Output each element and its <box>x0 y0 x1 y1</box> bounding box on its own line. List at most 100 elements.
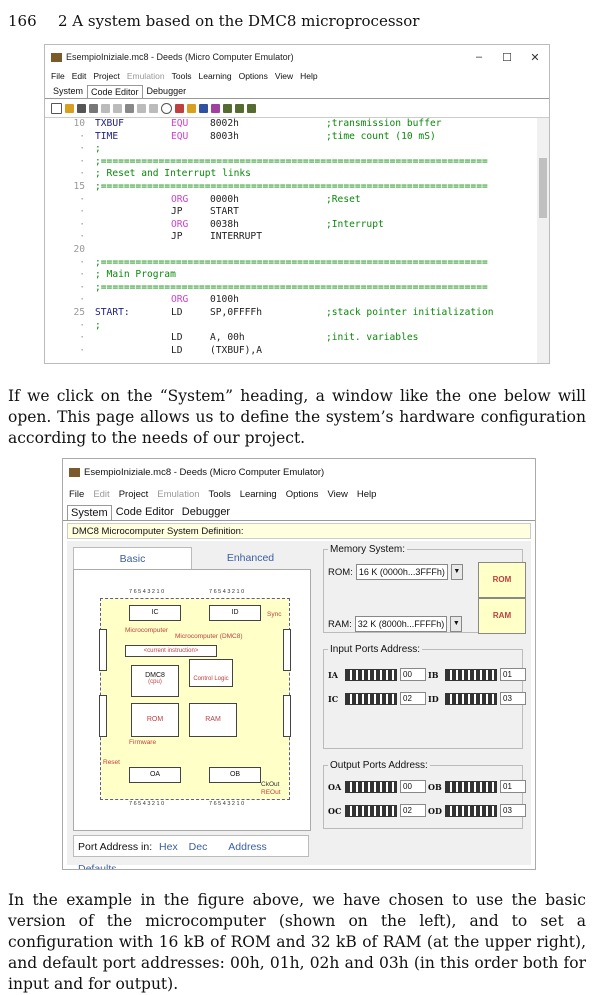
port-id-switches[interactable] <box>445 692 497 705</box>
scrollbar-thumb[interactable] <box>539 158 547 218</box>
port-od-pins[interactable] <box>283 695 291 737</box>
redo-icon[interactable] <box>149 103 158 113</box>
chip-run-icon[interactable] <box>235 103 244 113</box>
minimize-icon[interactable]: – <box>475 50 483 63</box>
port-ia-pins[interactable] <box>99 629 107 671</box>
port-ic-value[interactable]: 02 <box>400 692 426 705</box>
code-line[interactable]: ·; <box>45 320 537 333</box>
port-oa-value[interactable]: 00 <box>400 780 426 793</box>
tab-debugger[interactable]: Debugger <box>181 506 231 518</box>
code-line[interactable]: ·;======================================… <box>45 257 537 270</box>
port-oa-switches[interactable] <box>345 780 397 793</box>
open-folder-icon[interactable] <box>65 103 74 113</box>
menu-tools[interactable]: Tools <box>171 71 192 81</box>
copy-icon[interactable] <box>113 103 122 113</box>
tab-debugger[interactable]: Debugger <box>146 86 187 96</box>
menu-help[interactable]: Help <box>356 488 377 500</box>
menu-project[interactable]: Project <box>93 71 120 81</box>
port-ib-switches[interactable] <box>445 668 497 681</box>
cut-icon[interactable] <box>101 103 110 113</box>
ram-select[interactable]: 32 K (8000h...FFFFh) <box>354 616 448 632</box>
tab-enhanced[interactable]: Enhanced <box>226 552 275 564</box>
tab-code-editor[interactable]: Code Editor <box>87 85 143 98</box>
new-file-icon[interactable] <box>51 102 62 114</box>
menu-options[interactable]: Options <box>238 71 268 81</box>
code-line[interactable]: ·LD(TXBUF),A <box>45 345 537 358</box>
undo-icon[interactable] <box>137 103 146 113</box>
menu-file[interactable]: File <box>69 488 85 500</box>
cpu-block[interactable]: DMC8 (cpu) <box>131 665 179 697</box>
menu-options[interactable]: Options <box>285 488 319 500</box>
code-line[interactable]: 15;=====================================… <box>45 181 537 194</box>
menu-tools[interactable]: Tools <box>208 488 231 500</box>
menu-learning[interactable]: Learning <box>239 488 277 500</box>
code-line[interactable]: 20 <box>45 244 537 257</box>
port-ic-switches[interactable] <box>345 692 397 705</box>
menu-file[interactable]: File <box>51 71 65 81</box>
port-ob-value[interactable]: 01 <box>500 780 526 793</box>
code-line[interactable]: ·; <box>45 143 537 156</box>
paste-icon[interactable] <box>125 103 134 113</box>
rom-select[interactable]: 16 K (0000h...3FFFh) <box>355 564 448 580</box>
tab-code-editor[interactable]: Code Editor <box>115 506 174 518</box>
find-icon[interactable] <box>161 102 172 114</box>
port-oc-pins[interactable] <box>283 629 291 671</box>
port-ib-value[interactable]: 01 <box>500 668 526 681</box>
chip-icon[interactable] <box>223 103 232 113</box>
maximize-icon[interactable]: ☐ <box>502 51 512 64</box>
dec-option[interactable]: Dec <box>188 841 208 853</box>
menu-project[interactable]: Project <box>118 488 149 500</box>
port-ia-switches[interactable] <box>345 668 397 681</box>
print-icon[interactable] <box>89 103 98 113</box>
close-icon[interactable]: ✕ <box>530 51 540 64</box>
control-logic-block[interactable]: Control Logic <box>189 659 233 687</box>
menu-learning[interactable]: Learning <box>198 71 232 81</box>
save-icon[interactable] <box>77 103 86 113</box>
menu-view[interactable]: View <box>327 488 348 500</box>
port-ib-pins[interactable] <box>99 695 107 737</box>
menu-emulation[interactable]: Emulation <box>126 71 165 81</box>
compile-icon[interactable] <box>187 103 196 113</box>
code-line[interactable]: ·; Reset and Interrupt links <box>45 168 537 181</box>
replace-icon[interactable] <box>175 103 184 113</box>
port-od-value[interactable]: 03 <box>500 804 526 817</box>
port-oc-value[interactable]: 02 <box>400 804 426 817</box>
code-line[interactable]: ·;======================================… <box>45 282 537 295</box>
rom-block[interactable]: ROM <box>131 703 179 737</box>
tab-basic[interactable]: Basic <box>73 547 192 569</box>
menu-help[interactable]: Help <box>300 71 318 81</box>
address-defaults-button[interactable]: Address Defaults <box>78 841 267 870</box>
menu-edit[interactable]: Edit <box>93 488 110 500</box>
chevron-down-icon[interactable]: ▼ <box>450 616 463 632</box>
menu-view[interactable]: View <box>274 71 294 81</box>
port-id-value[interactable]: 03 <box>500 692 526 705</box>
code-line[interactable]: ·;======================================… <box>45 156 537 169</box>
options-icon[interactable] <box>211 103 220 113</box>
rom-button[interactable]: ROM <box>478 562 526 598</box>
vertical-scrollbar[interactable] <box>537 118 549 363</box>
ram-block[interactable]: RAM <box>189 703 237 737</box>
tab-system[interactable]: System <box>53 86 84 96</box>
port-od-switches[interactable] <box>445 804 497 817</box>
menu-edit[interactable]: Edit <box>71 71 87 81</box>
chip-step-icon[interactable] <box>247 103 256 113</box>
port-oc-switches[interactable] <box>345 804 397 817</box>
port-ia-value[interactable]: 00 <box>400 668 426 681</box>
debug-icon[interactable] <box>199 103 208 113</box>
port-ob-switches[interactable] <box>445 780 497 793</box>
chevron-down-icon[interactable]: ▼ <box>450 564 463 580</box>
code-line[interactable]: ·; Main Program <box>45 269 537 282</box>
menu-emulation[interactable]: Emulation <box>157 488 200 500</box>
hex-option[interactable]: Hex <box>159 841 178 853</box>
tab-system[interactable]: System <box>67 505 112 520</box>
